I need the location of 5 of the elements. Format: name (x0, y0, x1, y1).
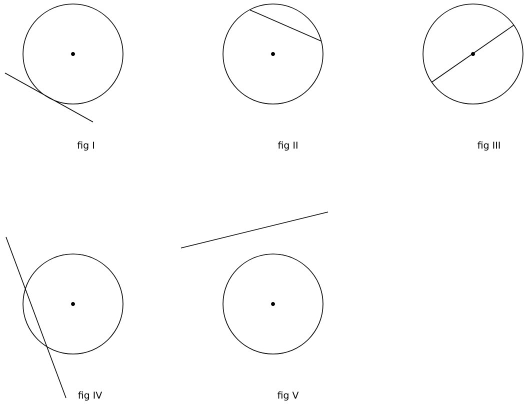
figure-label: fig V (278, 391, 299, 401)
figure-label: fig I (77, 141, 94, 151)
figure-label: fig III (478, 141, 500, 151)
figure-label: fig IV (78, 391, 102, 401)
figure-label: fig II (278, 141, 298, 151)
